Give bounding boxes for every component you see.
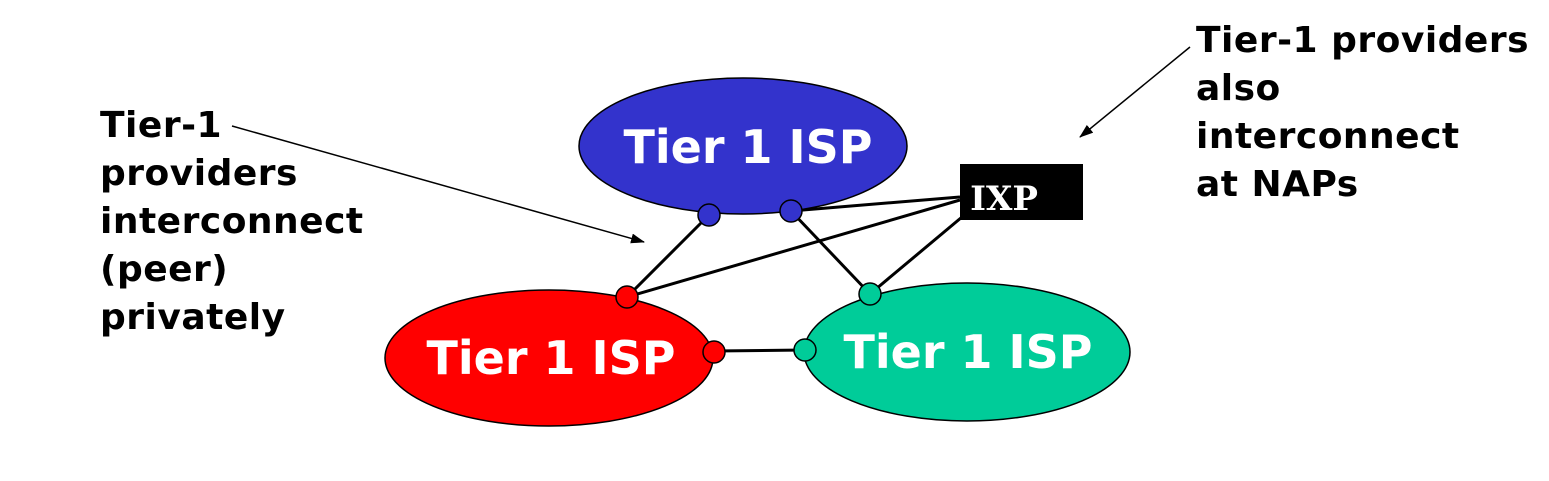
link-left-right [713,348,806,353]
router-right-left [793,338,817,362]
annotation-private-peering: Tier-1 providers interconnect (peer) pri… [100,105,364,338]
annotation-nap-interconnect: Tier-1 providers also interconnect at NA… [1196,20,1530,205]
isp-node-right: Tier 1 ISP [803,282,1131,422]
isp-node-top: Tier 1 ISP [578,77,908,215]
isp-node-top-label: Tier 1 ISP [623,120,872,174]
left-annotation-arrow [231,125,645,244]
router-right-top [858,282,882,306]
router-top-left [697,203,721,227]
ixp-box: IXP [960,164,1083,220]
ixp-label: IXP [970,179,1038,219]
link-top-left [625,213,711,299]
link-top-ixp [790,195,961,213]
link-top-right [789,209,872,296]
router-left-top [615,285,639,309]
ixp-box-shape [960,164,1083,220]
link-left-ixp [626,198,961,299]
isp-node-left: Tier 1 ISP [384,289,714,427]
isp-node-top-shape [578,77,908,215]
right-annotation-arrow [1079,46,1191,138]
router-left-right [702,340,726,364]
isp-node-left-label: Tier 1 ISP [426,331,675,385]
link-right-ixp [869,210,969,296]
router-top-right [779,199,803,223]
isp-node-right-label: Tier 1 ISP [843,325,1092,379]
